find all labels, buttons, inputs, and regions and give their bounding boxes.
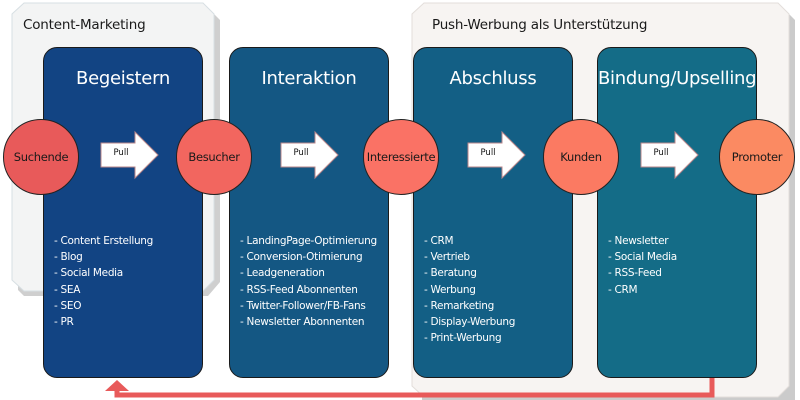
pull-arrow-2: Pull [280,130,340,180]
column-bindung-upselling: Bindung/Upselling - Newsletter - Social … [597,47,757,378]
list-item: - Conversion-Otimierung [240,251,363,264]
stage-kunden: Kunden [543,119,619,195]
list-item: - CRM [424,235,454,247]
list-item: - Content Erstellung [54,235,154,247]
list-item: - Twitter-Follower/FB-Fans [240,299,366,312]
push-werbung-title: Push-Werbung als Unterstützung [432,17,648,33]
stage-promoter: Promoter [719,119,795,195]
stage-besucher: Besucher [176,119,252,195]
right-arrow-icon [100,130,159,180]
pull-label: Pull [113,148,129,158]
list-item: - Remarketing [424,299,495,312]
list-item: - Vertrieb [424,251,470,264]
right-arrow-icon [467,130,526,180]
list-item: - Newsletter Abonnenten [240,316,365,329]
pull-label: Pull [293,148,309,158]
list-item: - Social Media [54,267,123,280]
right-arrow-icon [640,130,699,180]
column-item-list: - LandingPage-Optimierung - Conversion-O… [240,233,377,330]
pull-label: Pull [653,148,669,158]
return-flow-line [114,378,715,398]
pull-arrow-1: Pull [100,130,160,180]
list-item: - Blog [54,251,83,264]
list-item: - Werbung [424,283,476,296]
column-interaktion: Interaktion - LandingPage-Optimierung - … [229,47,389,378]
stage-interessierte: Interessierte [363,119,439,195]
column-title: Interaktion [261,68,357,89]
column-abschluss: Abschluss - CRM - Vertrieb - Beratung - … [413,47,573,378]
column-item-list: - CRM - Vertrieb - Beratung - Werbung - … [424,233,515,346]
pull-arrow-4: Pull [640,130,700,180]
list-item: - Leadgeneration [240,267,325,280]
list-item: - Beratung [424,267,477,280]
column-title: Begeistern [76,68,170,89]
list-item: - LandingPage-Optimierung [240,235,377,247]
list-item: - Print-Werbung [424,332,502,345]
up-arrow-icon [105,380,129,391]
pull-label: Pull [480,148,496,158]
list-item: - CRM [608,283,638,296]
right-arrow-icon [280,130,339,180]
list-item: - Newsletter [608,235,669,247]
content-marketing-title: Content-Marketing [23,17,146,33]
stage-suchende: Suchende [3,119,79,195]
list-item: - RSS-Feed [608,267,662,280]
column-begeistern: Begeistern - Content Erstellung - Blog -… [43,47,203,378]
list-item: - Social Media [608,251,677,264]
column-title: Abschluss [449,68,537,89]
list-item: - RSS-Feed Abonnenten [240,283,358,296]
list-item: - SEO [54,299,82,312]
list-item: - PR [54,316,74,329]
column-title: Bindung/Upselling [598,68,757,89]
list-item: - SEA [54,283,81,296]
column-item-list: - Newsletter - Social Media - RSS-Feed -… [608,233,677,298]
list-item: - Display-Werbung [424,316,516,329]
pull-arrow-3: Pull [467,130,527,180]
column-item-list: - Content Erstellung - Blog - Social Med… [54,233,153,330]
